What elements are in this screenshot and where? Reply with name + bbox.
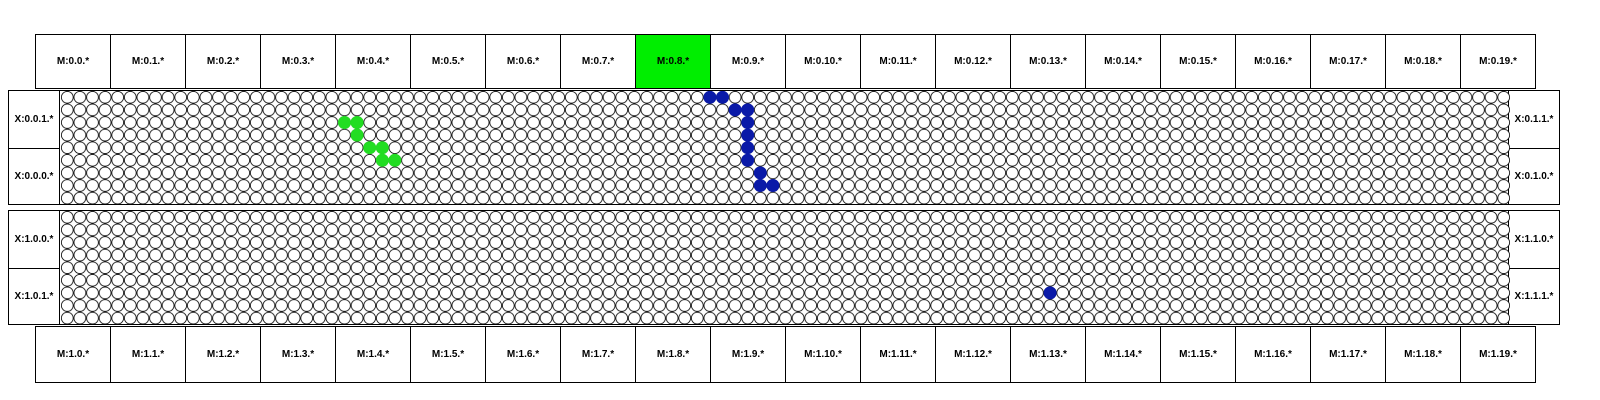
panel-0-blue-node-9 xyxy=(753,179,767,193)
panel-0-blue-node-0 xyxy=(703,91,717,104)
top-module-9: M:0.9.* xyxy=(710,34,786,89)
bottom-module-2: M:1.2.* xyxy=(185,326,261,383)
panel-0-blue-node-2 xyxy=(728,103,742,117)
bottom-module-10: M:1.10.* xyxy=(785,326,861,383)
panel-1-left-label-0: X:1.0.0.* xyxy=(8,210,60,269)
panel-1-left-label-1: X:1.0.1.* xyxy=(8,267,60,325)
top-module-3: M:0.3.* xyxy=(260,34,336,89)
panel-0-blue-node-10 xyxy=(766,179,780,193)
top-module-4: M:0.4.* xyxy=(335,34,411,89)
bottom-module-12: M:1.12.* xyxy=(935,326,1011,383)
bottom-module-14: M:1.14.* xyxy=(1085,326,1161,383)
panel-1-right-label-0: X:1.1.0.* xyxy=(1508,210,1560,269)
panel-1-node-grid xyxy=(61,211,1510,325)
bottom-module-13: M:1.13.* xyxy=(1010,326,1086,383)
panel-0-blue-node-5 xyxy=(741,128,755,142)
bottom-module-19: M:1.19.* xyxy=(1460,326,1536,383)
panel-0-node-grid xyxy=(61,91,1510,205)
bottom-module-6: M:1.6.* xyxy=(485,326,561,383)
panel-0-right-label-0: X:0.1.1.* xyxy=(1508,90,1560,149)
panel-0-green-node-0 xyxy=(337,115,351,129)
top-module-12: M:0.12.* xyxy=(935,34,1011,89)
bottom-module-4: M:1.4.* xyxy=(335,326,411,383)
panel-0-blue-node-6 xyxy=(741,141,755,155)
top-module-7: M:0.7.* xyxy=(560,34,636,89)
panel-0-blue-node-1 xyxy=(716,91,729,104)
panel-0-right-label-1: X:0.1.0.* xyxy=(1508,147,1560,205)
bottom-module-0: M:1.0.* xyxy=(35,326,111,383)
panel-0-blue-node-3 xyxy=(741,103,755,117)
bottom-module-11: M:1.11.* xyxy=(860,326,936,383)
top-module-8: M:0.8.* xyxy=(635,34,711,89)
top-module-15: M:0.15.* xyxy=(1160,34,1236,89)
bottom-module-1: M:1.1.* xyxy=(110,326,186,383)
top-module-0: M:0.0.* xyxy=(35,34,111,89)
top-module-5: M:0.5.* xyxy=(410,34,486,89)
panel-0-idle-nodes xyxy=(61,91,1510,205)
panel-0-green-node-6 xyxy=(388,153,402,167)
bottom-module-16: M:1.16.* xyxy=(1235,326,1311,383)
bottom-module-5: M:1.5.* xyxy=(410,326,486,383)
top-module-13: M:0.13.* xyxy=(1010,34,1086,89)
bottom-module-17: M:1.17.* xyxy=(1310,326,1386,383)
bottom-module-9: M:1.9.* xyxy=(710,326,786,383)
bottom-module-8: M:1.8.* xyxy=(635,326,711,383)
top-module-10: M:0.10.* xyxy=(785,34,861,89)
panel-0-blue-node-7 xyxy=(741,153,755,167)
panel-0-left-label-1: X:0.0.0.* xyxy=(8,147,60,205)
panel-1-blue-node-0 xyxy=(1043,286,1057,300)
panel-0-green-node-4 xyxy=(375,141,389,155)
top-module-16: M:0.16.* xyxy=(1235,34,1311,89)
top-module-2: M:0.2.* xyxy=(185,34,261,89)
panel-0-green-node-2 xyxy=(350,128,364,142)
panel-0-blue-node-8 xyxy=(753,166,767,180)
bottom-module-15: M:1.15.* xyxy=(1160,326,1236,383)
panel-1-right-label-1: X:1.1.1.* xyxy=(1508,267,1560,325)
panel-0-left-label-0: X:0.0.1.* xyxy=(8,90,60,149)
top-module-6: M:0.6.* xyxy=(485,34,561,89)
top-module-11: M:0.11.* xyxy=(860,34,936,89)
top-module-14: M:0.14.* xyxy=(1085,34,1161,89)
panel-0-blue-node-4 xyxy=(741,115,755,129)
bottom-module-7: M:1.7.* xyxy=(560,326,636,383)
top-module-19: M:0.19.* xyxy=(1460,34,1536,89)
bottom-module-3: M:1.3.* xyxy=(260,326,336,383)
top-module-18: M:0.18.* xyxy=(1385,34,1461,89)
panel-0-green-node-3 xyxy=(363,141,377,155)
panel-0-green-node-5 xyxy=(375,153,389,167)
top-module-1: M:0.1.* xyxy=(110,34,186,89)
top-module-17: M:0.17.* xyxy=(1310,34,1386,89)
panel-1-idle-nodes xyxy=(61,211,1510,325)
bottom-module-18: M:1.18.* xyxy=(1385,326,1461,383)
panel-0-green-node-1 xyxy=(350,115,364,129)
